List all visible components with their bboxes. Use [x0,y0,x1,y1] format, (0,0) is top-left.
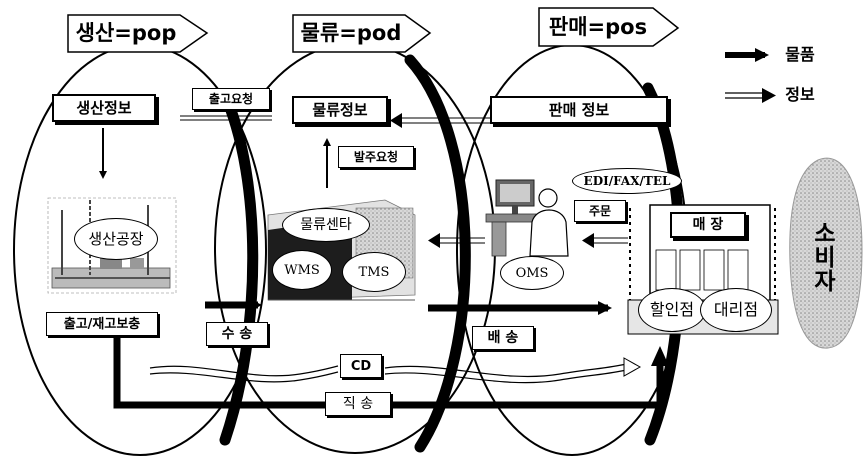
tms-label: TMS [342,252,406,292]
stage-title-sales: 판매=pos [543,9,653,45]
discount-store-label: 할인점 [638,288,706,332]
legend-goods-label: 물품 [780,44,820,66]
direct-shipping-head [651,346,669,366]
cd-flow-head [624,358,640,376]
factory-label: 생산공장 [74,218,158,260]
store-box: 매 장 [670,212,746,238]
oms-flow-head [428,233,440,248]
production-info-box: 생산정보 [52,94,156,122]
store-flow-head [582,233,594,248]
oms-label: OMS [500,256,564,290]
direct-shipping-box: 직 송 [325,392,391,416]
ship-request-box: 출고요청 [192,88,270,110]
replenish-box: 출고/재고보충 [46,312,158,336]
cd-flow-right [385,364,626,376]
cd-flow-right-b [385,370,626,383]
delivery-box: 배 송 [472,326,534,350]
stage-title-logistics: 물류=pod [297,16,405,50]
order-request-box: 발주요청 [338,146,414,168]
oms-operator-illustration [486,180,568,256]
agency-label: 대리점 [700,288,772,332]
cd-box: CD [340,354,382,378]
transport-box: 수 송 [206,322,268,346]
logistics-center-label: 물류센타 [282,208,370,242]
legend-info-label: 정보 [780,84,820,106]
edi-label: EDI/FAX/TEL [572,168,682,194]
logistics-info-box: 물류정보 [292,96,388,124]
sales-info-box: 판매 정보 [490,96,668,124]
stage-title-production: 생산=pop [72,16,180,50]
order-box: 주문 [574,200,626,222]
legend-info-arrow-head [762,88,776,103]
info-flow-head [390,113,402,128]
wms-label: WMS [272,250,332,290]
